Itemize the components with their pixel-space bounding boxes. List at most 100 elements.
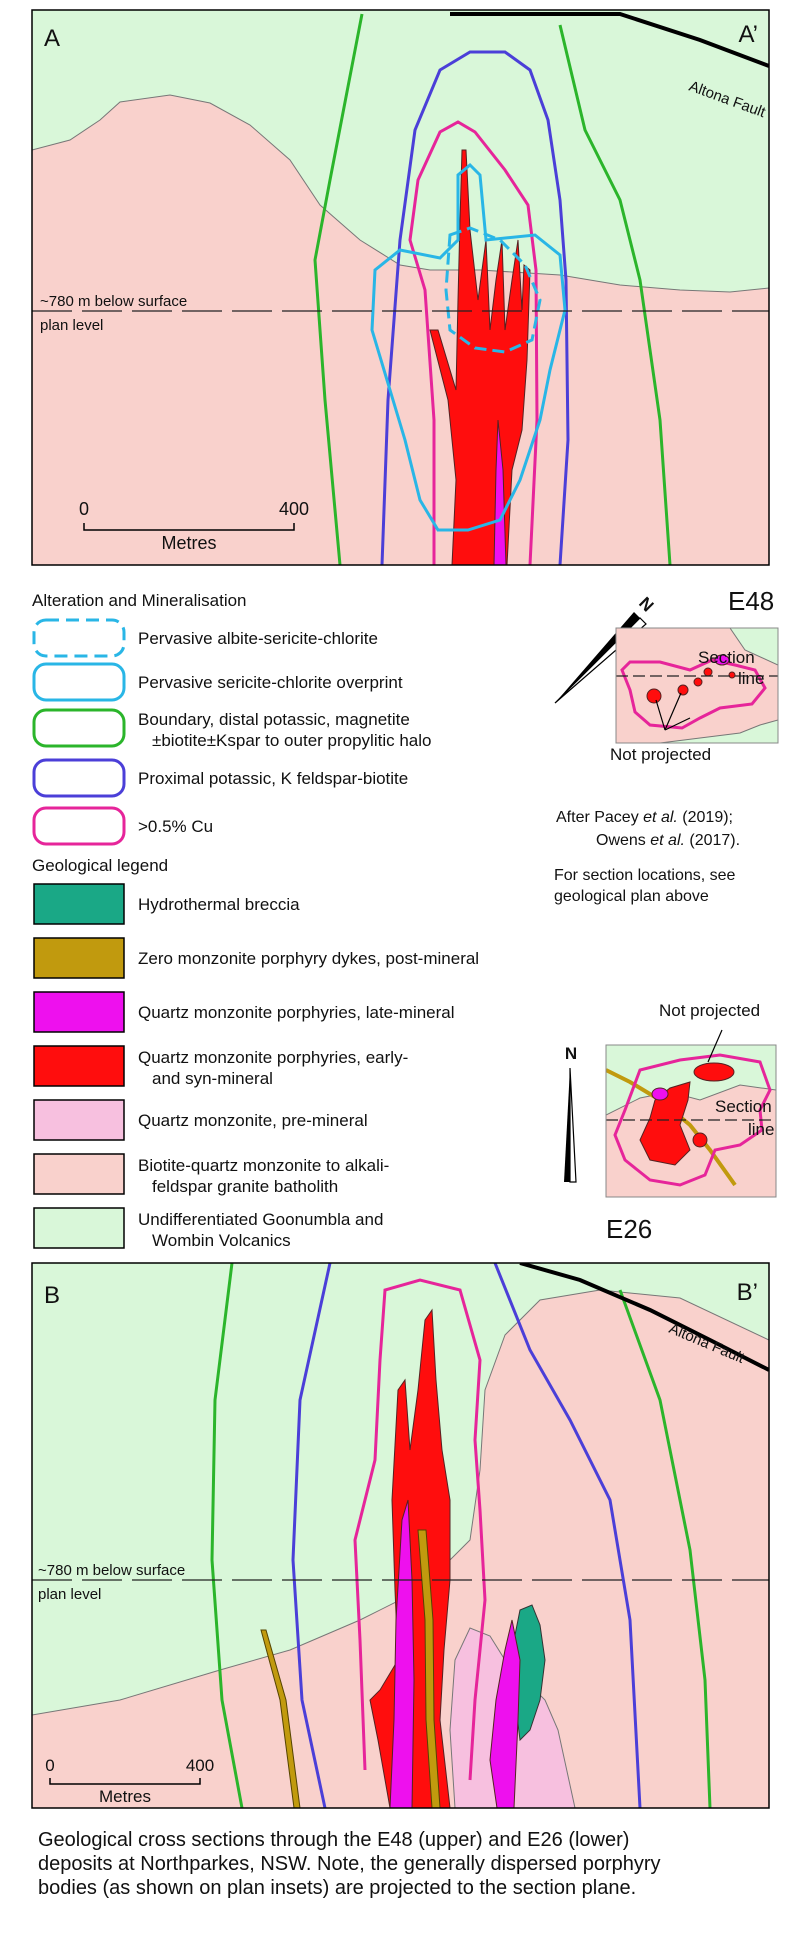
e48-not-projected: Not projected — [610, 745, 711, 764]
proximal-potassic-contour-b — [291, 1263, 642, 1808]
section-b-right-label: B’ — [737, 1279, 758, 1306]
section-b-frame — [31, 1262, 770, 1809]
dyke-label: Zero monzonite porphyry dykes, post-mine… — [138, 949, 479, 968]
albite-sericite-label: Pervasive albite-sericite-chlorite — [138, 629, 378, 648]
e26-section-label: Section — [715, 1097, 772, 1116]
alteration-legend: Alteration and Mineralisation Pervasive … — [32, 591, 431, 846]
distal-potassic-label: Boundary, distal potassic, magnetite — [138, 710, 410, 729]
e26-north-arrow: N — [564, 1044, 577, 1183]
early-porphyry-label-2: and syn-mineral — [152, 1069, 273, 1088]
proximal-potassic-contour-a — [380, 50, 570, 565]
volcanics-swatch — [33, 1207, 125, 1249]
geological-legend-title: Geological legend — [32, 856, 168, 875]
distal-potassic-contour-b — [210, 1263, 712, 1808]
section-a-scale-unit: Metres — [161, 533, 216, 553]
sericite-overprint-a — [370, 162, 567, 532]
breccia-swatch — [33, 883, 125, 925]
section-b-scale-end: 400 — [186, 1756, 214, 1775]
section-a-left-label: A — [44, 25, 60, 52]
late-porphyry-b-east — [489, 1619, 521, 1808]
altona-fault-a — [450, 12, 769, 68]
section-a-scale-end: 400 — [279, 499, 309, 519]
section-a-scale-bar: 0 400 Metres — [79, 499, 309, 553]
inset-e26: Not projected N Section line E26 — [564, 1001, 777, 1244]
figure-caption: Geological cross sections through the E4… — [38, 1829, 661, 1899]
e48-section-label: Section — [698, 648, 755, 667]
e26-title: E26 — [606, 1214, 652, 1244]
e48-leader-lines — [655, 692, 691, 731]
sericite-overprint-swatch — [32, 662, 126, 702]
e48-frame — [615, 627, 779, 744]
early-porphyry-a — [429, 149, 531, 565]
albite-sericite-contour-a — [444, 226, 542, 354]
e48-title: E48 — [728, 586, 774, 616]
cu-contour-b — [353, 1278, 487, 1781]
cu-label: >0.5% Cu — [138, 817, 213, 836]
early-porphyry-swatch — [33, 1045, 125, 1087]
volcanics-label-2: Wombin Volcanics — [152, 1231, 291, 1250]
e26-porphyry-body — [639, 1081, 691, 1166]
section-a-level-label-2: plan level — [40, 317, 103, 334]
e48-section-label-2: line — [738, 669, 764, 688]
e26-porphyry-body — [693, 1062, 735, 1082]
cu-swatch — [32, 806, 126, 846]
late-porphyry-a — [493, 419, 507, 565]
dyke-swatch — [33, 937, 125, 979]
volcanics-label: Undifferentiated Goonumbla and — [138, 1210, 383, 1229]
section-b-level-label-2: plan level — [38, 1586, 101, 1603]
reference-pacey: After Pacey et al. (2019); — [556, 809, 733, 826]
e26-cu-contour — [613, 1053, 772, 1187]
dyke-b-central — [417, 1529, 441, 1808]
sericite-overprint-label: Pervasive sericite-chlorite overprint — [138, 673, 403, 692]
proximal-potassic-swatch — [32, 758, 126, 798]
section-a-cross-section: A A’ Altona Fault ~780 m below surface p… — [31, 9, 770, 566]
distal-potassic-contour-a — [313, 13, 672, 565]
section-a-level-label: ~780 m below surface — [40, 293, 187, 310]
e48-porphyry-body — [646, 688, 662, 704]
alteration-legend-title: Alteration and Mineralisation — [32, 591, 247, 610]
inset-e48: E48 N Section line Not projected — [554, 586, 779, 764]
e26-section-label-2: line — [748, 1120, 774, 1139]
batholith-swatch — [33, 1153, 125, 1195]
caption-line-2: deposits at Northparkes, NSW. Note, the … — [38, 1853, 661, 1875]
caption-line-3: bodies (as shown on plan insets) are pro… — [38, 1877, 636, 1899]
albite-sericite-swatch — [32, 618, 126, 658]
section-location-note-2: geological plan above — [554, 888, 709, 905]
e48-porphyry-body — [728, 671, 736, 679]
breccia-label: Hydrothermal breccia — [138, 895, 300, 914]
dyke-b-west — [260, 1629, 301, 1808]
batholith-label: Biotite-quartz monzonite to alkali- — [138, 1156, 389, 1175]
e48-north-label: N — [635, 593, 657, 615]
section-b-left-label: B — [44, 1282, 60, 1309]
geological-legend: Geological legend Hydrothermal breccia Z… — [32, 856, 479, 1250]
pre-mineral-label: Quartz monzonite, pre-mineral — [138, 1111, 368, 1130]
section-b-cross-section: B B’ Altona Fault ~780 m below surface p… — [31, 1262, 770, 1809]
e26-frame — [605, 1044, 777, 1198]
e48-porphyry-body — [677, 684, 689, 696]
early-porphyry-label: Quartz monzonite porphyries, early- — [138, 1048, 408, 1067]
e48-porphyry-body — [703, 667, 713, 677]
section-a-scale-start: 0 — [79, 499, 89, 519]
section-b-level-label: ~780 m below surface — [38, 1562, 185, 1579]
e48-late-porphyry — [714, 654, 730, 666]
late-porphyry-b — [389, 1499, 415, 1808]
proximal-potassic-label: Proximal potassic, K feldspar-biotite — [138, 769, 408, 788]
e26-north-label: N — [565, 1044, 577, 1063]
section-location-note: For section locations, see — [554, 867, 736, 884]
cu-contour-a — [408, 120, 539, 565]
distal-potassic-label-2: ±biotite±Kspar to outer propylitic halo — [152, 731, 431, 750]
references: After Pacey et al. (2019); Owens et al. … — [554, 809, 740, 905]
late-porphyry-label: Quartz monzonite porphyries, late-minera… — [138, 1003, 455, 1022]
e26-not-projected: Not projected — [659, 1001, 760, 1020]
section-a-right-label: A’ — [738, 21, 758, 48]
altona-fault-b — [519, 1263, 769, 1372]
e26-porphyry-body — [692, 1132, 708, 1148]
caption-line-1: Geological cross sections through the E4… — [38, 1829, 629, 1851]
batholith-area-a — [32, 94, 769, 565]
e26-leader-line — [707, 1029, 723, 1063]
section-b-scale-start: 0 — [45, 1756, 54, 1775]
e48-porphyry-body — [693, 677, 703, 687]
pre-mineral-swatch — [33, 1099, 125, 1141]
section-b-scale-bar: 0 400 Metres — [45, 1756, 214, 1806]
